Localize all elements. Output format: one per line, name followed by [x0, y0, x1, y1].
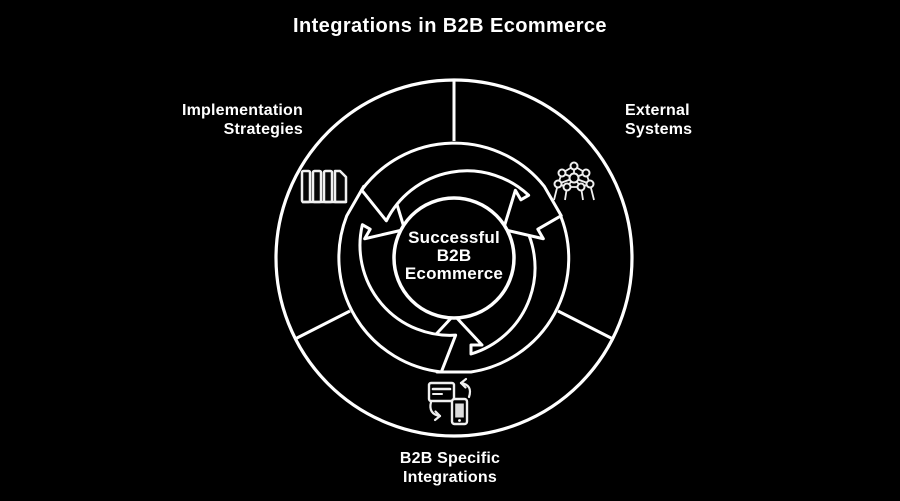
sync-arrow-up-head	[459, 377, 468, 389]
card-shape	[427, 381, 456, 403]
label-external-systems: External Systems	[625, 101, 692, 139]
cycle-arrows	[337, 141, 571, 374]
network-nodes	[553, 161, 595, 192]
label-line: Integrations	[403, 469, 497, 486]
label-b2b-specific-integrations: B2B Specific Integrations	[400, 449, 500, 487]
label-line: Strategies	[223, 121, 303, 138]
label-line: Systems	[625, 121, 693, 138]
segment-dividers	[294, 80, 614, 341]
phone-home-button	[458, 419, 461, 422]
phone-screen	[455, 403, 464, 418]
label-line: Implementation	[181, 102, 303, 119]
strategy-bar	[300, 169, 312, 204]
center-goal-line: B2B	[436, 246, 472, 265]
label-implementation-strategies: Implementation Strategies	[182, 101, 303, 139]
network-links	[553, 165, 595, 201]
network-nodes-icon	[553, 161, 595, 201]
center-circle	[392, 196, 516, 320]
center-goal-line: Ecommerce	[404, 264, 504, 283]
label-line: External	[625, 102, 690, 119]
device-sync-icon	[427, 377, 472, 426]
cycle-arrow-upper-right	[360, 141, 563, 241]
strategy-bar	[322, 169, 334, 204]
sync-arrow-down-head	[433, 410, 442, 422]
page-title: Integrations in B2B Ecommerce	[293, 15, 607, 37]
strategy-boards-icon	[300, 169, 348, 204]
segment-divider-lower-left	[294, 309, 351, 341]
center-goal-text: Successful B2B Ecommerce	[405, 229, 503, 283]
center-goal-line: Successful	[408, 228, 500, 247]
label-line: B2B Specific	[399, 450, 501, 467]
cycle-arrow-upper-left	[337, 184, 458, 374]
network-legs	[553, 183, 595, 201]
strategy-bar	[311, 169, 323, 204]
segment-divider-lower-right	[557, 309, 614, 341]
sync-arrows	[429, 377, 472, 422]
strategy-folded-panel	[333, 169, 348, 204]
